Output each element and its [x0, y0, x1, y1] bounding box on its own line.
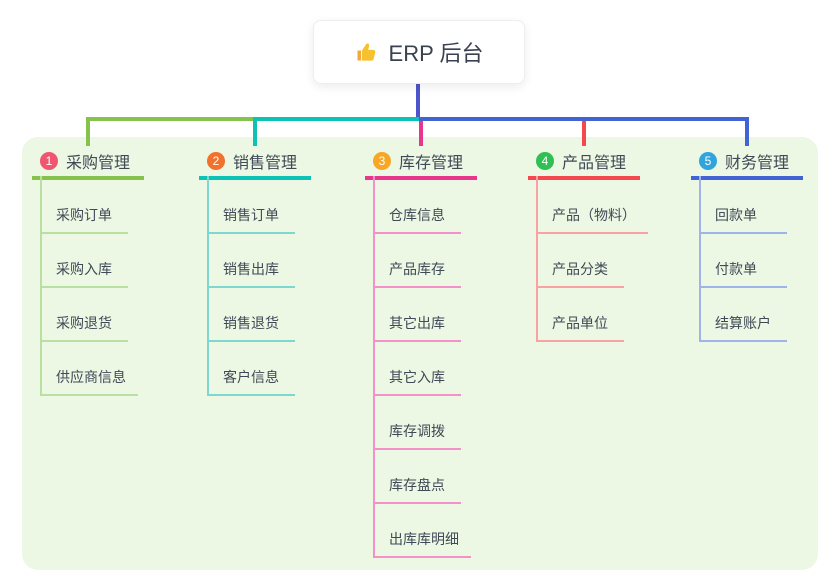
mindmap-item-node[interactable]: 产品库存 — [373, 234, 461, 288]
branch-number-badge: 1 — [40, 152, 58, 170]
item-label: 仓库信息 — [389, 207, 445, 223]
item-label: 产品库存 — [389, 261, 445, 277]
mindmap-item-node[interactable]: 销售订单 — [207, 180, 295, 234]
edge-branch-drop — [745, 117, 749, 146]
edge-horizontal-segment — [253, 117, 423, 121]
branch-number-badge: 2 — [207, 152, 225, 170]
branch-connector-line — [536, 176, 538, 340]
branch-title-node[interactable]: 3 库存管理 — [365, 146, 477, 180]
mindmap-item-node[interactable]: 采购订单 — [40, 180, 128, 234]
mindmap-item-node[interactable]: 产品分类 — [536, 234, 624, 288]
item-label: 产品单位 — [552, 315, 608, 331]
mindmap-item-node[interactable]: 回款单 — [699, 180, 787, 234]
item-label: 销售退货 — [223, 315, 279, 331]
branch-title-node[interactable]: 4 产品管理 — [528, 146, 640, 180]
mindmap-item-node[interactable]: 其它出库 — [373, 288, 461, 342]
branch-column: 1 采购管理 采购订单 采购入库 采购退货 供应商信息 — [32, 146, 232, 396]
branch-column: 4 产品管理 产品（物料） 产品分类 产品单位 — [528, 146, 728, 342]
mindmap-item-node[interactable]: 出库库明细 — [373, 504, 471, 558]
mindmap-item-node[interactable]: 供应商信息 — [40, 342, 138, 396]
branch-connector-line — [207, 176, 209, 394]
mindmap-item-node[interactable]: 库存盘点 — [373, 450, 461, 504]
edge-branch-drop — [253, 117, 257, 146]
mindmap-item-node[interactable]: 库存调拨 — [373, 396, 461, 450]
branch-number-badge: 5 — [699, 152, 717, 170]
mindmap-item-node[interactable]: 采购退货 — [40, 288, 128, 342]
item-label: 采购退货 — [56, 315, 112, 331]
branch-column: 2 销售管理 销售订单 销售出库 销售退货 客户信息 — [199, 146, 399, 396]
branch-title-node[interactable]: 1 采购管理 — [32, 146, 144, 180]
branch-title-label: 财务管理 — [725, 155, 790, 172]
item-label: 产品（物料） — [552, 207, 636, 223]
branch-column: 5 财务管理 回款单 付款单 结算账户 — [691, 146, 839, 342]
branch-connector-line — [373, 176, 375, 556]
edge-branch-drop — [86, 117, 90, 146]
mindmap-item-node[interactable]: 结算账户 — [699, 288, 787, 342]
item-label: 销售出库 — [223, 261, 279, 277]
branch-title-label: 销售管理 — [233, 155, 298, 172]
edge-horizontal-segment — [86, 117, 257, 121]
item-label: 其它出库 — [389, 315, 445, 331]
mindmap-item-node[interactable]: 产品单位 — [536, 288, 624, 342]
edge-branch-drop — [419, 121, 423, 146]
item-label: 客户信息 — [223, 369, 279, 385]
branch-title-label: 采购管理 — [66, 155, 131, 172]
branch-connector-line — [699, 176, 701, 340]
edge-root-vertical — [416, 81, 420, 121]
mindmap-item-node[interactable]: 仓库信息 — [373, 180, 461, 234]
branches-panel — [22, 137, 818, 570]
mindmap-item-node[interactable]: 销售退货 — [207, 288, 295, 342]
item-label: 产品分类 — [552, 261, 608, 277]
item-label: 回款单 — [715, 207, 757, 223]
item-label: 出库库明细 — [389, 531, 459, 547]
mindmap-item-node[interactable]: 客户信息 — [207, 342, 295, 396]
branch-title-label: 库存管理 — [399, 155, 464, 172]
mindmap-item-node[interactable]: 付款单 — [699, 234, 787, 288]
branch-items: 销售订单 销售出库 销售退货 客户信息 — [207, 180, 399, 396]
item-label: 采购入库 — [56, 261, 112, 277]
item-label: 结算账户 — [715, 315, 771, 331]
branch-items: 仓库信息 产品库存 其它出库 其它入库 库存调拨 库存盘点 出库库明细 — [373, 180, 565, 558]
branch-number-badge: 4 — [536, 152, 554, 170]
branch-connector-line — [40, 176, 42, 394]
item-label: 销售订单 — [223, 207, 279, 223]
branch-title-node[interactable]: 2 销售管理 — [199, 146, 311, 180]
thumbs-up-icon — [355, 40, 379, 64]
branch-number-badge: 3 — [373, 152, 391, 170]
item-label: 采购订单 — [56, 207, 112, 223]
branch-items: 回款单 付款单 结算账户 — [699, 180, 839, 342]
item-label: 库存调拨 — [389, 423, 445, 439]
branch-title-label: 产品管理 — [562, 155, 627, 172]
mindmap-item-node[interactable]: 产品（物料） — [536, 180, 648, 234]
item-label: 其它入库 — [389, 369, 445, 385]
mindmap-item-node[interactable]: 其它入库 — [373, 342, 461, 396]
branch-column: 3 库存管理 仓库信息 产品库存 其它出库 其它入库 库存调拨 库存盘点 出库库… — [365, 146, 565, 558]
root-label: ERP 后台 — [388, 41, 484, 66]
branch-items: 采购订单 采购入库 采购退货 供应商信息 — [40, 180, 232, 396]
branch-title-node[interactable]: 5 财务管理 — [691, 146, 803, 180]
item-label: 付款单 — [715, 261, 757, 277]
branch-items: 产品（物料） 产品分类 产品单位 — [536, 180, 728, 342]
root-node[interactable]: ERP 后台 — [313, 20, 525, 84]
edge-branch-drop — [582, 121, 586, 146]
mindmap-item-node[interactable]: 采购入库 — [40, 234, 128, 288]
item-label: 供应商信息 — [56, 369, 126, 385]
edge-horizontal-segment — [419, 117, 749, 121]
mindmap-item-node[interactable]: 销售出库 — [207, 234, 295, 288]
item-label: 库存盘点 — [389, 477, 445, 493]
